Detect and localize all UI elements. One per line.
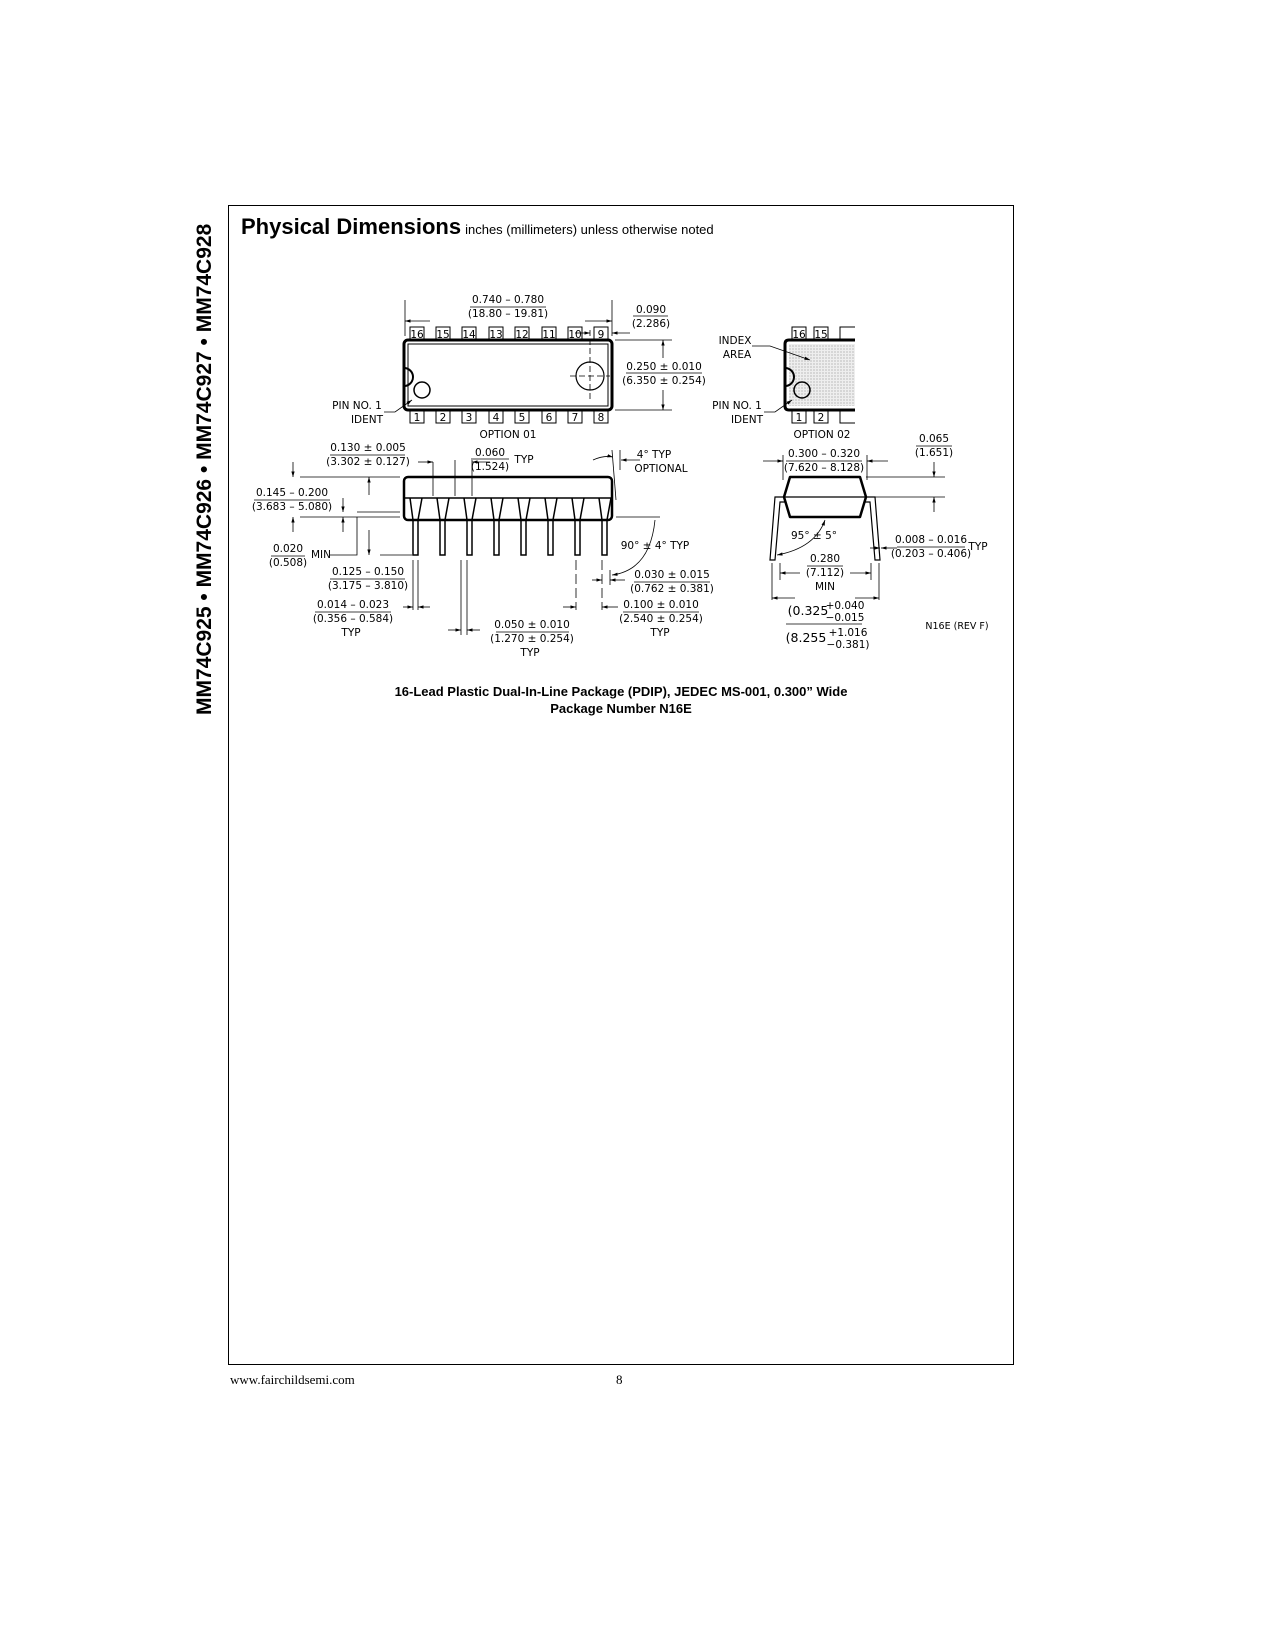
dim-label: (3.683 – 5.080): [252, 501, 332, 513]
dim-label: −0.381): [827, 639, 870, 651]
pin-label: 16: [410, 329, 424, 341]
dim-label: (2.540 ± 0.254): [619, 613, 703, 625]
pin1-label: PIN NO. 1: [332, 400, 382, 412]
pin-label: 1: [414, 412, 421, 424]
side-view: [291, 449, 660, 635]
pin-label: 7: [572, 412, 579, 424]
pin1-label: IDENT: [731, 414, 764, 426]
angle-label: 90° ± 4° TYP: [621, 540, 690, 552]
pin-label: 12: [515, 329, 528, 341]
pin1-ident-circle: [413, 381, 431, 399]
index-area-label: INDEX: [719, 335, 752, 347]
dim-label: (1.270 ± 0.254): [490, 633, 574, 645]
pin-label: 14: [462, 329, 476, 341]
page-number: 8: [616, 1372, 623, 1387]
dim-label: 0.125 – 0.150: [332, 566, 404, 578]
pin-label: 6: [546, 412, 553, 424]
typ-label: TYP: [519, 647, 539, 659]
dim-label: (1.651): [915, 447, 953, 459]
typ-label: TYP: [649, 627, 669, 639]
dim-width-in: 0.250 ± 0.010: [626, 361, 702, 373]
pin-label: 16: [792, 329, 806, 341]
pin-label: 11: [542, 329, 555, 341]
section-heading: Physical Dimensions: [241, 214, 462, 239]
pin-label: 2: [818, 412, 825, 424]
pin-label: 13: [489, 329, 502, 341]
dim-label: −0.015: [826, 612, 865, 624]
dim-label: (8.255: [786, 630, 827, 645]
dim-label: (0.508): [269, 557, 307, 569]
dim-label: 0.020: [273, 543, 303, 555]
index-area-label: AREA: [723, 349, 752, 361]
dim-length-in: 0.740 – 0.780: [472, 294, 544, 306]
section-subtitle: inches (millimeters) unless otherwise no…: [465, 222, 714, 237]
dim-label: (0.325: [788, 603, 829, 618]
dim-label: +1.016: [829, 627, 868, 639]
footer-url-link[interactable]: www.fairchildsemi.com: [230, 1372, 355, 1387]
dim-label: (0.356 – 0.584): [313, 613, 393, 625]
pin-label: 5: [519, 412, 526, 424]
min-label: MIN: [311, 549, 331, 561]
dim-label: 4° TYP: [637, 449, 671, 461]
option-02-label: OPTION 02: [794, 429, 851, 441]
dim-width-mm: (6.350 ± 0.254): [622, 375, 706, 387]
pin-label: 1: [796, 412, 803, 424]
dim-end-in: 0.090: [636, 304, 666, 316]
content-frame: [228, 205, 1014, 1365]
pin-label: 2: [440, 412, 447, 424]
typ-label: TYP: [967, 541, 987, 553]
dim-label: 0.014 – 0.023: [317, 599, 389, 611]
pin1-label: IDENT: [351, 414, 384, 426]
typ-label: TYP: [513, 454, 533, 466]
dim-label: (0.762 ± 0.381): [630, 583, 714, 595]
caption-line-1: 16-Lead Plastic Dual-In-Line Package (PD…: [394, 684, 848, 699]
dim-label: 0.280: [810, 553, 840, 565]
end-view: [763, 455, 945, 625]
pin-label: 15: [436, 329, 449, 341]
typ-label: TYP: [340, 627, 360, 639]
dim-label: (3.302 ± 0.127): [326, 456, 410, 468]
dim-label: OPTIONAL: [634, 463, 687, 475]
revision-label: N16E (REV F): [925, 621, 988, 632]
pin-label: 10: [568, 329, 581, 341]
caption-line-2: Package Number N16E: [550, 701, 692, 716]
pin-label: 8: [598, 412, 605, 424]
top-pin-labels: [409, 326, 609, 424]
dim-label: (3.175 – 3.810): [328, 580, 408, 592]
dim-label: 0.065: [919, 433, 949, 445]
dim-label: 0.130 ± 0.005: [330, 442, 406, 454]
dim-end-mm: (2.286): [632, 318, 670, 330]
dim-label: 0.300 – 0.320: [788, 448, 860, 460]
pin1-label: PIN NO. 1: [712, 400, 762, 412]
angle-label: 95° ± 5°: [791, 530, 837, 542]
pin-label: 9: [598, 329, 605, 341]
dim-label: 0.145 – 0.200: [256, 487, 328, 499]
dim-label: 0.060: [475, 447, 505, 459]
top-view-option-01: [384, 300, 672, 413]
dim-label: (7.112): [806, 567, 844, 579]
dim-label: 0.100 ± 0.010: [623, 599, 699, 611]
top-view-option-02: [752, 326, 855, 424]
pin-label: 15: [814, 329, 827, 341]
dim-label: (1.524): [471, 461, 509, 473]
dim-label: 0.030 ± 0.015: [634, 569, 710, 581]
min-label: MIN: [815, 581, 835, 593]
dim-label: (7.620 – 8.128): [784, 462, 864, 474]
dim-label: (0.203 – 0.406): [891, 548, 971, 560]
dim-label: 0.050 ± 0.010: [494, 619, 570, 631]
dim-label: 0.008 – 0.016: [895, 534, 967, 546]
pin-label: 4: [493, 412, 500, 424]
dim-label: +0.040: [826, 600, 865, 612]
pin-label: 3: [466, 412, 473, 424]
option-01-label: OPTION 01: [480, 429, 537, 441]
dim-length-mm: (18.80 – 19.81): [468, 308, 548, 320]
